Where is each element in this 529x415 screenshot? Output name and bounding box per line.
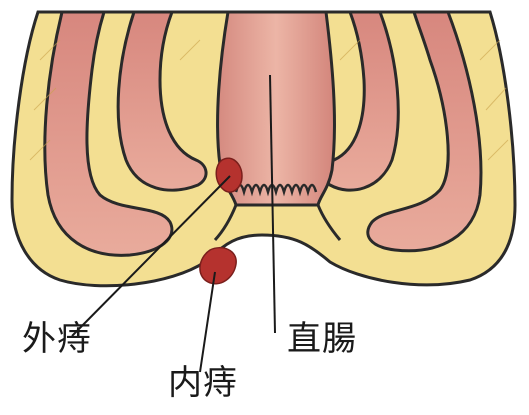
hemorrhoid-lower xyxy=(200,248,236,284)
label-chocho: 直腸 xyxy=(287,322,357,356)
label-gaiji: 外痔 xyxy=(22,322,92,356)
label-naiji: 内痔 xyxy=(168,366,238,400)
leader-line-naiji xyxy=(200,272,215,372)
